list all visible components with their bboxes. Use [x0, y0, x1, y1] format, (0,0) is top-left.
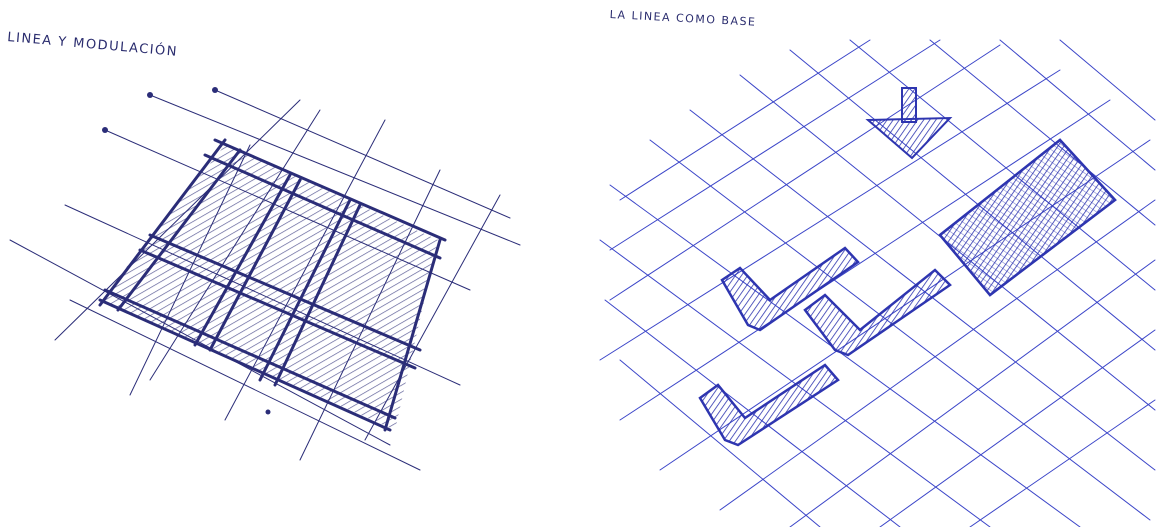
left-hatched-panels	[100, 145, 438, 430]
right-l-blocks	[700, 140, 1115, 445]
right-sketch	[600, 40, 1155, 527]
left-sketch	[10, 87, 520, 470]
right-grid	[600, 40, 1155, 527]
